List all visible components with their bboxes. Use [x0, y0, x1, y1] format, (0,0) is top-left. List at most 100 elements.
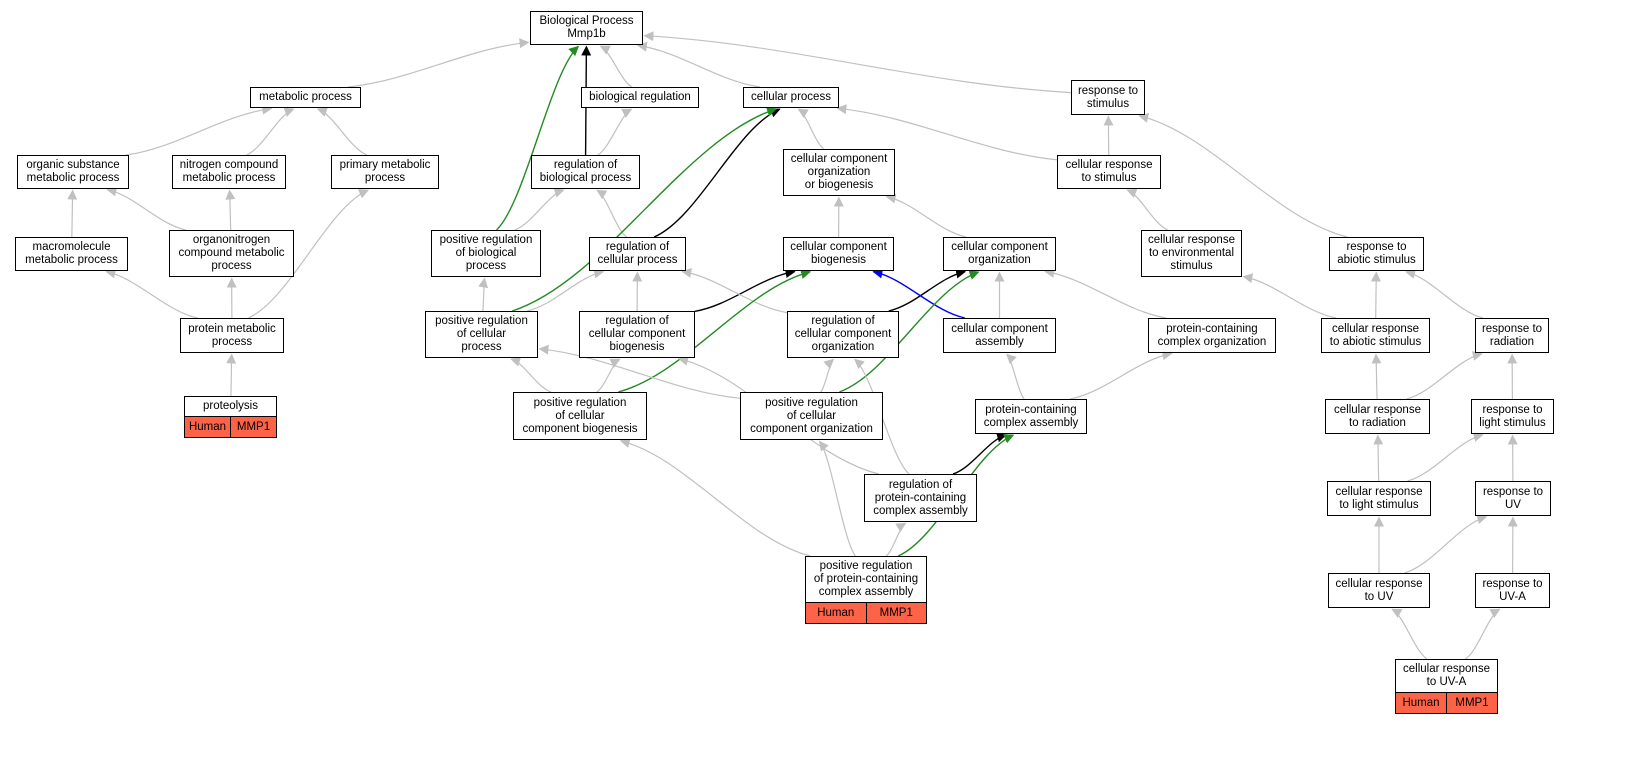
edge-cellrespuva-to-respuva — [1465, 608, 1501, 660]
go-term-label-line: protein metabolic — [188, 322, 276, 335]
edge-pcorg-to-ccorg — [1044, 267, 1167, 319]
edge-ccassem-to-ccbio — [872, 268, 966, 319]
go-term-label-line: to abiotic stimulus — [1329, 335, 1422, 348]
species-label: Human — [806, 603, 866, 623]
go-term-label-line: regulation of — [553, 159, 618, 171]
go-term-label-line: to environmental — [1148, 247, 1235, 259]
go-term-label-line: regulation of — [811, 315, 875, 327]
edge-cellrespenv-to-cellresp — [1126, 188, 1168, 231]
species-label: Human — [1396, 693, 1446, 713]
go-term-metab[interactable]: metabolic process — [250, 87, 361, 108]
go-term-label-line: of biological — [455, 247, 517, 259]
edge-ccorgbio-to-cellproc — [797, 108, 825, 150]
go-term-label-line: of cellular — [456, 328, 507, 340]
go-term-label-line: of protein-containing — [813, 573, 919, 585]
go-term-label-line: biogenesis — [609, 341, 665, 353]
edge-organonit-to-orgsub — [106, 186, 186, 231]
edge-cellresp-to-respstim — [1103, 115, 1114, 156]
go-term-label-line: proteolysis — [203, 400, 258, 412]
edge-posregcell-to-posregbio — [478, 277, 489, 312]
go-term-label-line: to stimulus — [1081, 172, 1137, 184]
go-term-label-line: organization — [807, 166, 871, 178]
edge-regcell-to-regbio — [596, 189, 628, 238]
go-term-label-line: complex assembly — [873, 504, 968, 517]
edge-posregpcassem-to-posregccorg — [818, 440, 856, 557]
gene-label: MMP1 — [1446, 693, 1497, 713]
edge-posregccorg-to-posregcell — [538, 344, 741, 399]
edge-organonit-to-nitro — [225, 189, 236, 231]
edge-regccorg-to-regcell — [681, 267, 788, 314]
go-term-bioreg[interactable]: biological regulation — [581, 87, 699, 108]
edge-cellrespuv-to-respuv — [1404, 514, 1488, 574]
edge-regcell-to-cellproc — [653, 108, 781, 238]
go-term-label-line: to radiation — [1349, 416, 1406, 429]
edge-cellrespabio-to-cellrespenv — [1242, 273, 1337, 319]
go-term-label-line: cellular response — [1065, 159, 1153, 171]
edge-posregccbio-to-ccbio — [618, 269, 812, 393]
go-term-label-line: cellular component — [588, 328, 686, 340]
edge-cellresplight-to-cellresprad — [1373, 434, 1384, 482]
go-term-label: biological regulation — [589, 91, 691, 104]
go-term-label-line: process — [465, 260, 507, 272]
go-term-label-line: positive regulation — [765, 396, 858, 409]
go-term-label-line: complex organization — [1157, 335, 1267, 348]
go-term-label-line: light stimulus — [1479, 416, 1546, 429]
go-term-label-line: biogenesis — [811, 254, 866, 266]
go-term-label-line: component organization — [750, 422, 873, 435]
go-term-label-line: complex assembly — [983, 416, 1079, 429]
go-term-cellproc[interactable]: cellular process — [743, 87, 839, 108]
go-term-label-line: process — [211, 260, 252, 272]
go-term-label-line: response to — [1482, 577, 1543, 590]
